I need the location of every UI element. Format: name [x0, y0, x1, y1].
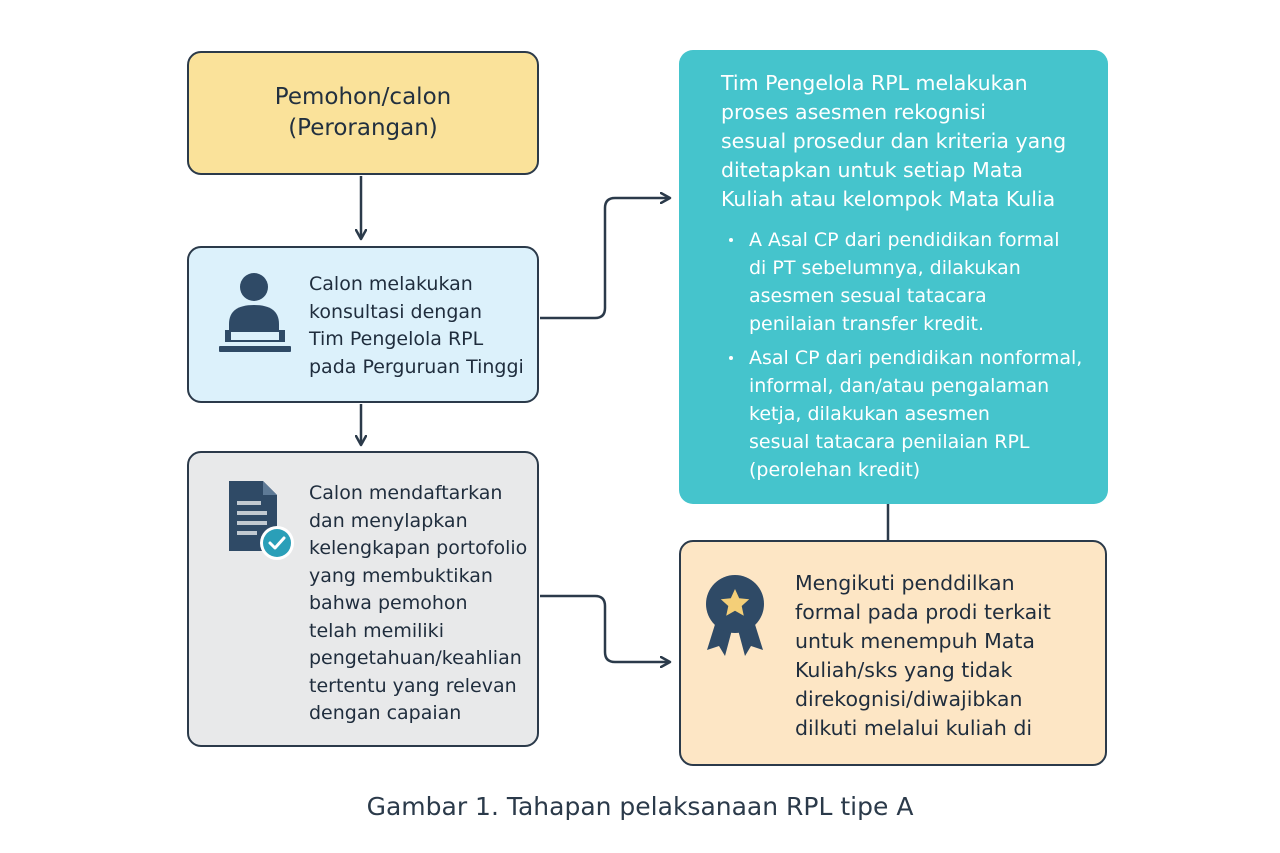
arrow-consult-to-assessment [540, 198, 669, 320]
education-line: untuk menempuh Mata [795, 629, 1035, 653]
bullet-line: ketja, dilakukan asesmen [749, 403, 990, 425]
bullet-line: (perolehan kredit) [749, 459, 921, 481]
bullet-line: sesual tatacara penilaian RPL [749, 431, 1030, 453]
education-box: Mengikuti penddilkan formal pada prodi t… [679, 540, 1107, 766]
document-check-icon [229, 481, 294, 560]
consult-line: konsultasi dengan [309, 300, 483, 323]
award-ribbon-icon [706, 575, 764, 656]
assessment-bullet-nonformal: Asal CP dari pendidikan nonformal, infor… [723, 344, 1082, 484]
assessment-intro: Tim Pengelola RPL melakukan proses asesm… [721, 69, 1066, 214]
consult-line: Tim Pengelola RPL [309, 328, 484, 350]
assessment-bullet-list: A Asal CP dari pendidikan formal di PT s… [723, 226, 1082, 484]
register-line: pengetahuan/keahlian [309, 647, 522, 669]
education-line: dilkuti melalui kuliah di [795, 716, 1033, 740]
assessment-box: Tim Pengelola RPL melakukan proses asesm… [679, 50, 1108, 504]
bullet-line: Asal CP dari pendidikan nonformal, [749, 347, 1083, 369]
assessment-bullet-formal: A Asal CP dari pendidikan formal di PT s… [723, 226, 1082, 338]
register-line: yang membuktikan [309, 564, 493, 587]
register-line: tertentu yang relevan [309, 674, 517, 697]
bullet-line: A Asal CP dari pendidikan formal [749, 229, 1060, 251]
register-line: dan menylapkan [309, 509, 468, 532]
register-box: Calon mendaftarkan dan menylapkan keleng… [187, 451, 539, 747]
person-at-desk-icon [219, 273, 291, 352]
education-line: direkognisi/diwajibkan [795, 687, 1023, 711]
education-line: formal pada prodi terkait [795, 600, 1051, 624]
figure-caption: Gambar 1. Tahapan pelaksanaan RPL tipe A [366, 792, 914, 821]
register-line: dengan capaian [309, 702, 462, 724]
education-description: Mengikuti penddilkan formal pada prodi t… [795, 569, 1051, 743]
assessment-intro-line: Kuliah atau kelompok Mata Kulia [721, 187, 1056, 211]
assessment-intro-line: Tim Pengelola RPL melakukan [721, 71, 1028, 95]
bullet-line: informal, dan/atau pengalaman [749, 375, 1050, 397]
register-line: kelengkapan portofolio [309, 537, 528, 559]
bullet-line: di PT sebelumnya, dilakukan [749, 257, 1021, 279]
register-line: bahwa pemohon [309, 592, 468, 614]
education-line: Mengikuti penddilkan [795, 571, 1015, 595]
arrow-register-to-education [540, 594, 669, 662]
register-line: Calon mendaftarkan [309, 482, 503, 504]
assessment-intro-line: proses asesmen rekognisi [721, 100, 986, 124]
assessment-intro-line: sesual prosedur dan kriteria yang [721, 129, 1067, 153]
applicant-box: Pemohon/calon (Perorangan) [187, 51, 539, 175]
bullet-line: asesmen sesual tatacara [749, 285, 987, 307]
applicant-line: Pemohon/calon [274, 84, 452, 110]
applicant-line: (Perorangan) [288, 115, 438, 141]
applicant-label: Pemohon/calon (Perorangan) [275, 82, 451, 144]
consult-box: Calon melakukan konsultasi dengan Tim Pe… [187, 246, 539, 403]
consult-description: Calon melakukan konsultasi dengan Tim Pe… [309, 271, 524, 381]
consult-line: Calon melakukan [309, 273, 473, 295]
register-line: telah memiliki [309, 619, 444, 642]
assessment-intro-line: ditetapkan untuk setiap Mata [721, 158, 1023, 182]
consult-line: pada Perguruan Tinggi [309, 355, 524, 378]
education-line: Kuliah/sks yang tidak [795, 658, 1013, 682]
bullet-line: penilaian transfer kredit. [749, 313, 984, 335]
register-description: Calon mendaftarkan dan menylapkan keleng… [309, 480, 527, 728]
